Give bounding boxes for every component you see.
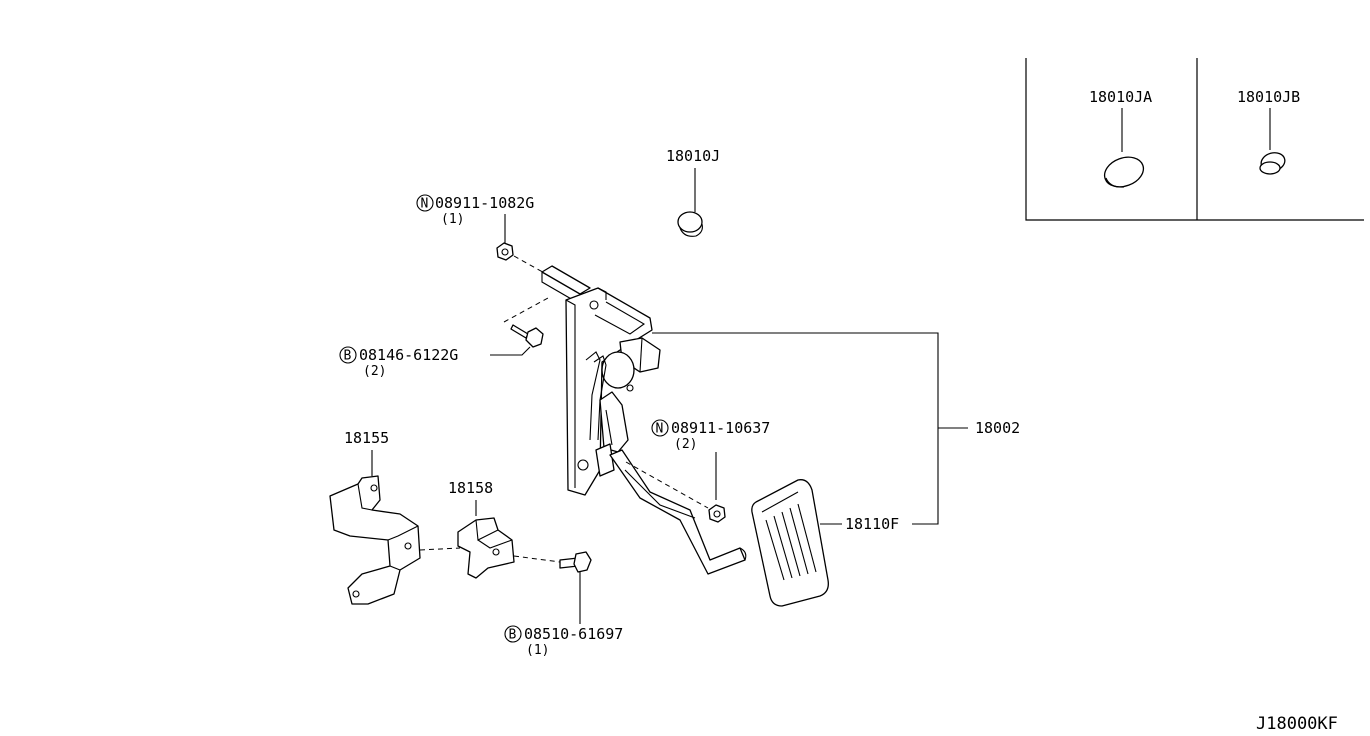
part-08146-6122g[interactable]: B 08146-6122G (2) [339,297,549,379]
part-08911-10637[interactable]: N 08911-10637 (2) [625,419,770,523]
inset-frame [1025,58,1364,221]
part-label-08146-6122g: 08146-6122G [359,346,458,364]
part-label-18110f: 18110F [845,515,899,533]
part-08911-1082g[interactable]: N 08911-1082G (1) [416,194,549,276]
part-qty: (2) [674,437,697,452]
part-label-18010j: 18010J [666,147,720,165]
n-prefix-circle [651,419,669,437]
part-18158[interactable]: 18158 [448,479,561,579]
part-18010ja[interactable]: 18010JA [1089,88,1152,192]
part-qty: (2) [363,364,386,379]
small-plug-icon [1259,152,1286,175]
support-bracket-icon [329,475,421,605]
part-08510-61697[interactable]: B 08510-61697 (1) [504,551,623,658]
small-bracket-icon [457,517,515,579]
part-18010jb[interactable]: 18010JB [1237,88,1300,175]
part-qty: (1) [441,212,464,227]
part-18155[interactable]: 18155 [329,429,461,605]
part-18010j[interactable]: 18010J [666,147,720,237]
part-qty: (1) [526,643,549,658]
b-prefix-circle [504,625,522,643]
plug-cap-icon [1103,156,1145,188]
part-label-08911-1082g: 08911-1082G [435,194,534,212]
leader-line [490,346,531,356]
dashed-guide [503,297,549,323]
pedal-bracket-assembly [541,265,747,575]
pedal-pad-icon [751,479,829,607]
part-label-08911-10637: 08911-10637 [671,419,770,437]
part-label-18158: 18158 [448,479,493,497]
dashed-guide [625,461,709,509]
dashed-guide [513,255,549,276]
part-prefix: N [656,422,664,437]
part-18002[interactable]: 18002 [541,265,1020,575]
bolt-icon [559,551,592,573]
part-label-08510-61697: 08510-61697 [524,625,623,643]
bolt-icon [510,324,544,348]
inset-box [1025,58,1364,221]
dashed-guide [419,547,461,551]
part-label-18155: 18155 [344,429,389,447]
part-18110f[interactable]: 18110F [751,479,899,607]
part-label-18010ja: 18010JA [1089,88,1152,106]
dashed-guide [513,555,561,563]
cap-icon [677,211,703,237]
part-label-18002: 18002 [975,419,1020,437]
nut-icon [496,242,514,261]
b-prefix-circle [339,346,357,364]
part-prefix: N [421,197,429,212]
part-prefix: B [344,349,352,364]
nut-icon [708,504,726,523]
diagram-reference-code: J18000KF [1256,714,1338,734]
part-label-18010jb: 18010JB [1237,88,1300,106]
n-prefix-circle [416,194,434,212]
part-prefix: B [509,628,517,643]
